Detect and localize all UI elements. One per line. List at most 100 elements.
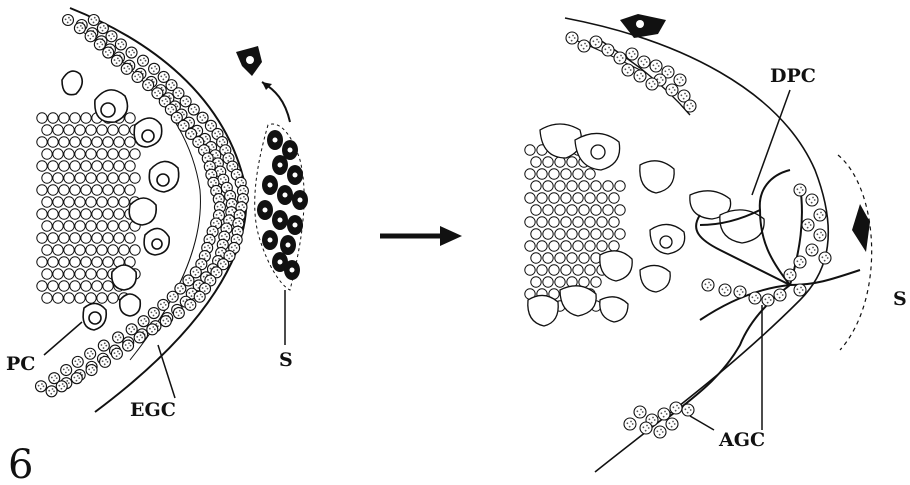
- granule-stipple: [227, 194, 229, 196]
- granule-stipple: [209, 282, 211, 284]
- granule-stipple: [213, 189, 215, 191]
- granule-cell: [85, 31, 96, 42]
- granule-stipple: [824, 260, 826, 262]
- migrating-cell-nucleus: [268, 238, 273, 243]
- granule-stipple: [205, 285, 207, 287]
- granule-stipple: [221, 214, 223, 216]
- round-cell: [567, 205, 577, 215]
- granule-stipple: [224, 244, 226, 246]
- granule-stipple: [120, 337, 122, 339]
- granule-stipple: [211, 123, 213, 125]
- granule-stipple: [132, 49, 134, 51]
- granule-stipple: [213, 174, 215, 176]
- granule-stipple: [74, 360, 76, 362]
- granule-stipple: [799, 264, 801, 266]
- round-cell: [48, 113, 58, 123]
- granule-stipple: [208, 155, 210, 157]
- round-cell: [86, 269, 96, 279]
- granule-stipple: [654, 83, 656, 85]
- granule-stipple: [204, 147, 206, 149]
- granule-stipple: [628, 67, 630, 69]
- granule-stipple: [704, 283, 706, 285]
- granule-stipple: [770, 299, 772, 301]
- granule-cell: [622, 64, 634, 76]
- round-cell: [609, 193, 619, 203]
- granule-stipple: [67, 22, 69, 24]
- granule-stipple: [220, 263, 222, 265]
- granule-stipple: [228, 258, 230, 260]
- granule-cell: [113, 332, 124, 343]
- granule-stipple: [584, 43, 586, 45]
- granule-stipple: [187, 101, 189, 103]
- granule-stipple: [116, 355, 118, 357]
- granule-stipple: [207, 288, 209, 290]
- granule-cell: [719, 284, 731, 296]
- granule-stipple: [154, 66, 156, 68]
- migrating-cell-nucleus: [268, 183, 273, 188]
- round-cell: [119, 149, 129, 159]
- granule-stipple: [97, 43, 99, 45]
- granule-stipple: [808, 198, 810, 200]
- round-cell: [81, 161, 91, 171]
- granule-stipple: [87, 35, 89, 37]
- round-cell: [75, 173, 85, 183]
- granule-stipple: [76, 380, 78, 382]
- granule-stipple: [188, 132, 190, 134]
- granule-cell: [806, 244, 818, 256]
- granule-stipple: [215, 198, 217, 200]
- granule-stipple: [105, 359, 107, 361]
- granule-stipple: [90, 372, 92, 374]
- granule-stipple: [173, 294, 175, 296]
- round-cell: [92, 257, 102, 267]
- granule-stipple: [101, 44, 103, 46]
- round-cell: [114, 209, 124, 219]
- granule-stipple: [141, 337, 143, 339]
- round-cell: [53, 293, 63, 303]
- granule-stipple: [216, 269, 218, 271]
- round-cell: [125, 137, 135, 147]
- granule-stipple: [216, 136, 218, 138]
- granule-stipple: [182, 100, 184, 102]
- granule-stipple: [213, 271, 215, 273]
- label-s-left: S: [279, 349, 293, 371]
- granule-stipple: [130, 331, 132, 333]
- granule-stipple: [627, 72, 629, 74]
- granule-stipple: [799, 292, 801, 294]
- granule-cell: [702, 279, 714, 291]
- granule-stipple: [227, 160, 229, 162]
- granule-stipple: [241, 214, 243, 216]
- round-cell: [59, 257, 69, 267]
- granule-stipple: [688, 407, 690, 409]
- round-cell: [97, 221, 107, 231]
- granule-stipple: [218, 251, 220, 253]
- granule-stipple: [162, 306, 164, 308]
- granule-stipple: [219, 243, 221, 245]
- granule-stipple: [645, 430, 647, 432]
- granule-stipple: [156, 68, 158, 70]
- round-cell: [591, 205, 601, 215]
- granule-cell: [160, 316, 171, 327]
- round-cell: [70, 161, 80, 171]
- granule-stipple: [179, 290, 181, 292]
- granule-stipple: [622, 57, 624, 59]
- granule-stipple: [644, 59, 646, 61]
- round-cell: [59, 209, 69, 219]
- granule-stipple: [166, 101, 168, 103]
- granule-stipple: [651, 86, 653, 88]
- granule-stipple: [142, 323, 144, 325]
- granule-stipple: [215, 274, 217, 276]
- granule-stipple: [117, 58, 119, 60]
- granule-stipple: [184, 123, 186, 125]
- granule-stipple: [811, 202, 813, 204]
- granule-stipple: [159, 92, 161, 94]
- granule-stipple: [193, 271, 195, 273]
- granule-stipple: [822, 214, 824, 216]
- round-cell: [53, 197, 63, 207]
- granule-stipple: [139, 76, 141, 78]
- granule-stipple: [165, 304, 167, 306]
- round-cell: [561, 193, 571, 203]
- pc-leader: [44, 322, 82, 355]
- granule-stipple: [814, 249, 816, 251]
- round-cell: [37, 185, 47, 195]
- granule-stipple: [200, 294, 202, 296]
